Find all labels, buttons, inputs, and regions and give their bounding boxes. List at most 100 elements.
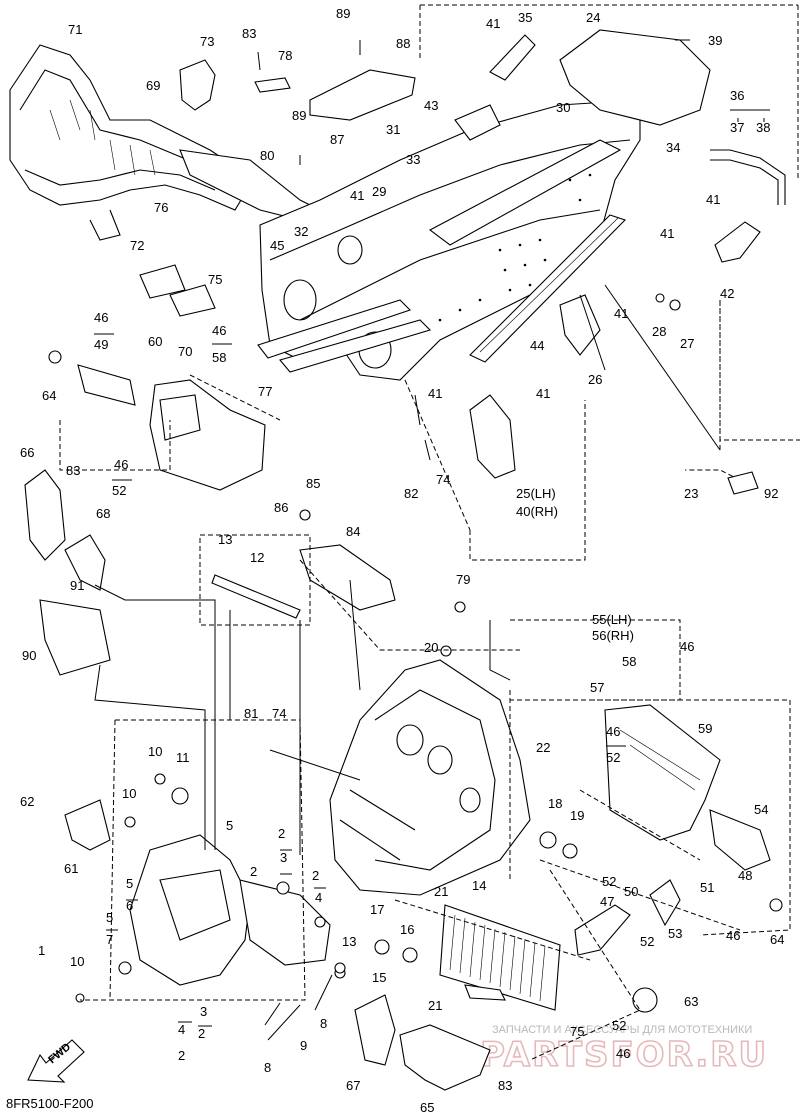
- label-72: 72: [130, 238, 144, 253]
- bracket-61: [64, 799, 111, 851]
- front-bracket-assembly-69: [9, 44, 322, 241]
- label-3: 3: [280, 850, 287, 865]
- label-36: 36: [730, 88, 744, 103]
- label-33: 33: [406, 152, 420, 167]
- label-89: 89: [336, 6, 350, 21]
- label-52: 52: [640, 934, 654, 949]
- label-84: 84: [346, 524, 360, 539]
- label-73: 73: [200, 34, 214, 49]
- label-40: 40(RH): [516, 504, 558, 519]
- label-52: 52: [112, 483, 126, 498]
- label-22: 22: [536, 740, 550, 755]
- label-6: 6: [126, 898, 133, 913]
- label-79: 79: [456, 572, 470, 587]
- label-90: 90: [22, 648, 36, 663]
- label-12: 12: [250, 550, 264, 565]
- label-3: 3: [200, 1004, 207, 1019]
- bar-12: [211, 574, 301, 619]
- plate-42: [714, 221, 761, 263]
- label-41: 41: [614, 306, 628, 321]
- label-29: 29: [372, 184, 386, 199]
- label-9: 9: [300, 1038, 307, 1053]
- label-41: 41: [660, 226, 674, 241]
- label-61: 61: [64, 861, 78, 876]
- label-16: 16: [400, 922, 414, 937]
- label-52: 52: [612, 1018, 626, 1033]
- label-91: 91: [70, 578, 84, 593]
- radiator-14: [439, 904, 561, 1011]
- drawing-code: 8FR5100-F200: [6, 1096, 93, 1111]
- tube-36: [710, 149, 786, 205]
- label-8: 8: [264, 1060, 271, 1075]
- label-46: 46: [606, 724, 620, 739]
- label-60: 60: [148, 334, 162, 349]
- label-87: 87: [330, 132, 344, 147]
- group-boundaries: [59, 300, 791, 1061]
- label-58: 58: [212, 350, 226, 365]
- label-31: 31: [386, 122, 400, 137]
- label-37: 37: [730, 120, 744, 135]
- label-4: 4: [315, 890, 322, 905]
- label-38: 38: [756, 120, 770, 135]
- label-86: 86: [274, 500, 288, 515]
- label-26: 26: [588, 372, 602, 387]
- label-8: 8: [320, 1016, 327, 1031]
- watermark-line: ЗАПЧАСТИ И АКСЕССУАРЫ ДЛЯ МОТОТЕХНИКИ: [492, 1024, 752, 1036]
- label-89: 89: [292, 108, 306, 123]
- bracket-assembly-1: [129, 834, 331, 986]
- label-4: 4: [178, 1022, 185, 1037]
- label-67: 67: [346, 1078, 360, 1093]
- label-11: 11: [176, 750, 190, 765]
- label-7: 7: [106, 932, 113, 947]
- bracket-49: [77, 364, 136, 406]
- label-41: 41: [486, 16, 500, 31]
- label-55: 55(LH): [592, 612, 632, 627]
- label-39: 39: [708, 33, 722, 48]
- label-46: 46: [680, 639, 694, 654]
- label-43: 43: [424, 98, 438, 113]
- label-35: 35: [518, 10, 532, 25]
- label-74: 74: [436, 472, 450, 487]
- label-1: 1: [38, 943, 45, 958]
- label-69: 69: [146, 78, 160, 93]
- label-27: 27: [680, 336, 694, 351]
- label-17: 17: [370, 902, 384, 917]
- label-83: 83: [242, 26, 256, 41]
- label-50: 50: [624, 884, 638, 899]
- label-2: 2: [278, 826, 285, 841]
- label-62: 62: [20, 794, 34, 809]
- fasteners: [48, 39, 783, 1041]
- label-14: 14: [472, 878, 486, 893]
- label-81: 81: [244, 706, 258, 721]
- label-5: 5: [126, 876, 133, 891]
- bracket-25-40: [469, 394, 516, 479]
- plate-84: [299, 544, 396, 611]
- label-77: 77: [258, 384, 272, 399]
- watermark: ЗАПЧАСТИ И АКСЕССУАРЫ ДЛЯ МОТОТЕХНИКИ PA…: [479, 1024, 768, 1076]
- label-65: 65: [420, 1100, 434, 1115]
- label-13: 13: [342, 934, 356, 949]
- label-85: 85: [306, 476, 320, 491]
- label-46: 46: [726, 928, 740, 943]
- label-80: 80: [260, 148, 274, 163]
- leader-lines: [94, 284, 721, 855]
- label-53: 53: [668, 926, 682, 941]
- label-78: 78: [278, 48, 292, 63]
- label-52: 52: [602, 874, 616, 889]
- label-70: 70: [178, 344, 192, 359]
- watermark-brand: PARTSFOR.RU: [480, 1035, 768, 1075]
- label-48: 48: [738, 868, 752, 883]
- label-54: 54: [754, 802, 768, 817]
- label-92: 92: [764, 486, 778, 501]
- label-34: 34: [666, 140, 680, 155]
- top-plates: [309, 29, 711, 141]
- sticker-92: [727, 471, 759, 495]
- label-64: 64: [770, 932, 784, 947]
- label-23: 23: [684, 486, 698, 501]
- label-13: 13: [218, 532, 232, 547]
- label-2: 2: [250, 864, 257, 879]
- label-63: 63: [684, 994, 698, 1009]
- grouping-brackets: [94, 109, 770, 1027]
- label-28: 28: [652, 324, 666, 339]
- label-68: 68: [96, 506, 110, 521]
